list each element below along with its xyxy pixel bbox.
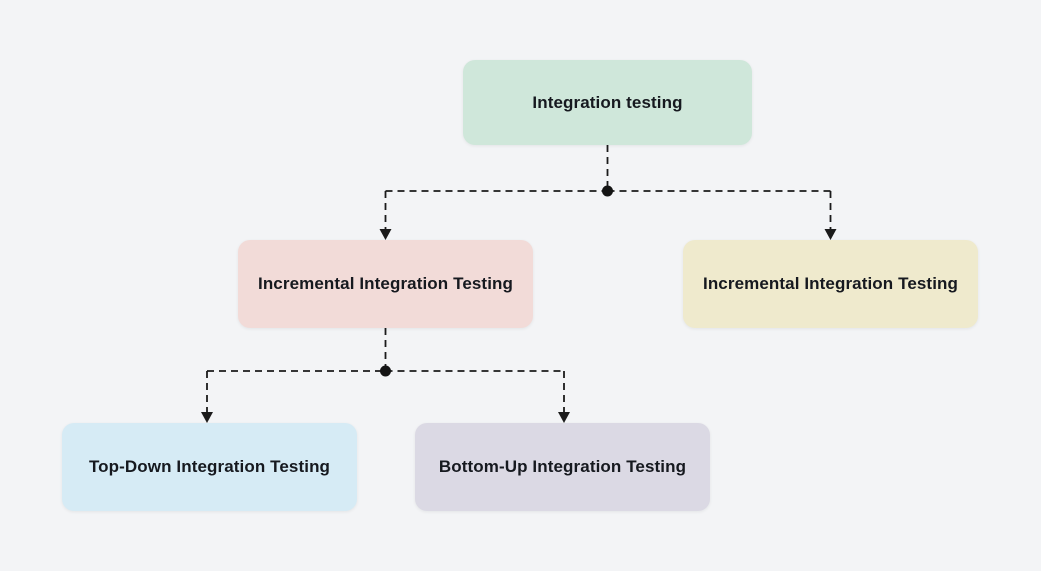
- node-incremental-integration-testing-left: Incremental Integration Testing: [238, 240, 533, 328]
- junction-dot-level1: [602, 185, 613, 197]
- arrowhead-incremental-left: [379, 229, 392, 240]
- node-bottom-up-integration-testing: Bottom-Up Integration Testing: [415, 423, 710, 511]
- junction-dot-level2: [380, 365, 391, 377]
- edge-incremental-to-top-down: [201, 328, 387, 423]
- edge-root-to-incremental-left: [379, 145, 609, 240]
- arrowhead-top-down: [201, 412, 213, 423]
- arrowhead-incremental-right: [824, 229, 837, 240]
- node-incremental-integration-testing-right: Incremental Integration Testing: [683, 240, 978, 328]
- edge-root-to-incremental-right: [607, 190, 837, 240]
- node-integration-testing: Integration testing: [463, 60, 752, 145]
- arrowhead-bottom-up: [558, 412, 570, 423]
- node-top-down-integration-testing: Top-Down Integration Testing: [62, 423, 357, 511]
- edge-incremental-to-bottom-up: [385, 370, 570, 423]
